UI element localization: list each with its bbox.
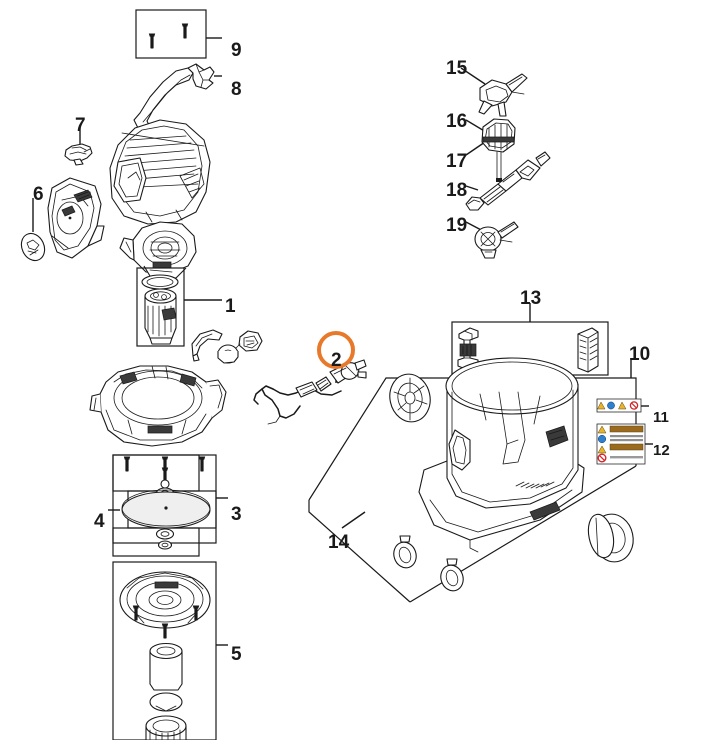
part-1-motor-box bbox=[136, 267, 222, 347]
callout-6[interactable]: 6 bbox=[33, 184, 44, 205]
hose-and-fittings bbox=[191, 329, 263, 364]
callout-19[interactable]: 19 bbox=[446, 215, 468, 236]
callout-18[interactable]: 18 bbox=[446, 180, 468, 201]
callout-13[interactable]: 13 bbox=[520, 288, 542, 309]
tank-body bbox=[418, 357, 585, 553]
callout-4[interactable]: 4 bbox=[94, 511, 105, 532]
callout-1[interactable]: 1 bbox=[225, 296, 236, 317]
callout-11[interactable]: 11 bbox=[653, 409, 669, 426]
part-16-appliance-plug bbox=[465, 118, 516, 182]
part-6-clip bbox=[20, 198, 46, 262]
motor-side-bracket bbox=[47, 177, 105, 259]
lower-motor-housing bbox=[89, 365, 227, 447]
part-18-adapter-cable bbox=[465, 151, 551, 211]
callout-10[interactable]: 10 bbox=[629, 344, 651, 365]
motor-hood-cover bbox=[109, 119, 211, 225]
part-15-mains-plug bbox=[460, 67, 528, 117]
highlight-ring-part-2 bbox=[317, 331, 355, 369]
part-3-filter-kit bbox=[108, 454, 228, 557]
callout-5[interactable]: 5 bbox=[231, 644, 242, 665]
callout-8[interactable]: 8 bbox=[231, 79, 242, 100]
part-14-casters bbox=[341, 511, 468, 595]
callout-17[interactable]: 17 bbox=[446, 151, 468, 172]
callout-16[interactable]: 16 bbox=[446, 111, 468, 132]
part-7-bushing bbox=[64, 127, 93, 166]
part-11-warning-label bbox=[596, 398, 649, 413]
part-12-warning-label bbox=[596, 423, 653, 465]
part-13-accessory-box bbox=[451, 303, 609, 376]
tank-wheels bbox=[389, 373, 634, 563]
part-5-filter-cartridge bbox=[112, 561, 228, 740]
callout-9[interactable]: 9 bbox=[231, 40, 242, 61]
callout-14[interactable]: 14 bbox=[328, 532, 350, 553]
callout-12[interactable]: 12 bbox=[653, 442, 670, 459]
callout-2[interactable]: 2 bbox=[331, 350, 342, 371]
callout-7[interactable]: 7 bbox=[75, 115, 86, 136]
fan-housing bbox=[119, 221, 197, 279]
part-2-power-cord bbox=[253, 359, 367, 425]
callout-15[interactable]: 15 bbox=[446, 58, 468, 79]
part-19-angled-plug bbox=[465, 221, 519, 259]
part-9-screw-box bbox=[135, 9, 222, 59]
callout-3[interactable]: 3 bbox=[231, 504, 242, 525]
